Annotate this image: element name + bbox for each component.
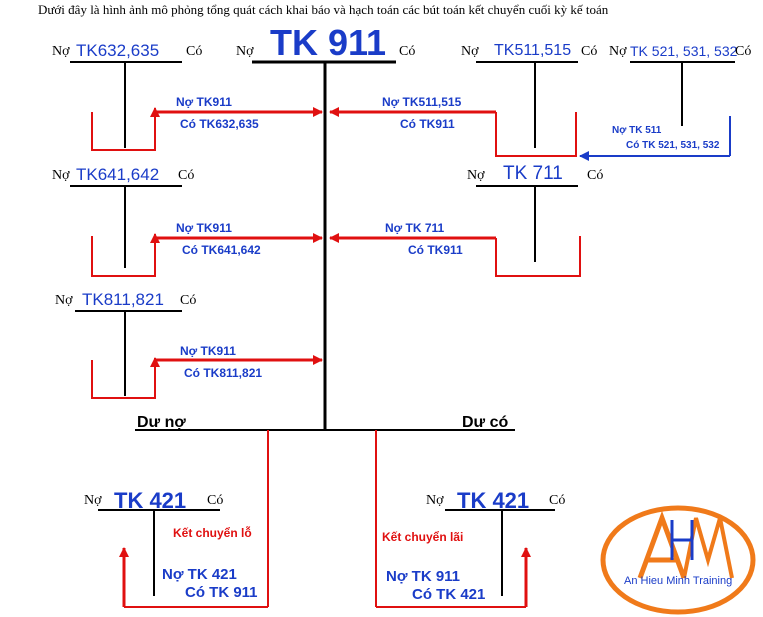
tk632-return-path bbox=[91, 112, 156, 151]
tk811-no: Nợ bbox=[55, 293, 73, 308]
profit-transfer-label: Kết chuyển lãi bbox=[382, 530, 464, 544]
tk911-title: TK 911 bbox=[270, 22, 387, 63]
balance-credit: Dư có bbox=[462, 414, 509, 431]
logo-ring bbox=[600, 505, 756, 615]
entry-511-credit: Có TK911 bbox=[400, 117, 455, 131]
entry-641-debit: Nợ TK911 bbox=[176, 221, 232, 235]
entry-641-credit: Có TK641,642 bbox=[182, 243, 261, 257]
profit-debit: Nợ TK 911 bbox=[386, 568, 461, 585]
tk632-title: TK632,635 bbox=[76, 41, 160, 60]
tk421-right-co: Có bbox=[549, 493, 566, 508]
entry-521-debit: Nợ TK 511 bbox=[612, 125, 662, 136]
tk711-title: TK 711 bbox=[503, 163, 563, 184]
tk511-title: TK511,515 bbox=[494, 42, 572, 59]
tk811-co: Có bbox=[180, 293, 197, 308]
tk811-title: TK811,821 bbox=[82, 290, 164, 309]
tk421-right-no: Nợ bbox=[426, 493, 444, 508]
tk911-no: Nợ bbox=[236, 44, 254, 59]
entry-711-credit: Có TK911 bbox=[408, 243, 463, 257]
logo-caption: An Hieu Minh Training bbox=[624, 575, 733, 587]
entry-632-debit: Nợ TK911 bbox=[176, 95, 232, 109]
entry-811-debit: Nợ TK911 bbox=[180, 344, 236, 358]
tk421-left-title: TK 421 bbox=[114, 488, 187, 513]
loss-transfer-label: Kết chuyển lỗ bbox=[173, 526, 252, 540]
tk641-co: Có bbox=[178, 168, 195, 183]
entry-811-credit: Có TK811,821 bbox=[184, 366, 263, 380]
tk641-title: TK641,642 bbox=[76, 165, 160, 184]
profit-credit: Có TK 421 bbox=[412, 586, 486, 603]
tk911-co: Có bbox=[399, 44, 416, 59]
tk511-co: Có bbox=[581, 44, 598, 59]
tk521-co: Có bbox=[735, 44, 752, 59]
tk632-no: Nợ bbox=[52, 44, 70, 59]
tk641-no: Nợ bbox=[52, 168, 70, 183]
entry-711-debit: Nợ TK 711 bbox=[385, 221, 445, 235]
page-title: Dưới đây là hình ảnh mô phỏng tổng quát … bbox=[38, 2, 609, 17]
balance-debit: Dư nợ bbox=[137, 414, 186, 431]
tk632-co: Có bbox=[186, 44, 203, 59]
loss-credit: Có TK 911 bbox=[185, 584, 258, 601]
tk711-co: Có bbox=[587, 168, 604, 183]
entry-632-credit: Có TK632,635 bbox=[180, 117, 259, 131]
tk511-no: Nợ bbox=[461, 44, 479, 59]
tk421-left-co: Có bbox=[207, 493, 224, 508]
entry-511-debit: Nợ TK511,515 bbox=[382, 95, 462, 109]
tk521-no: Nợ bbox=[609, 44, 627, 59]
tk421-left-no: Nợ bbox=[84, 493, 102, 508]
tk711-no: Nợ bbox=[467, 168, 485, 183]
loss-debit: Nợ TK 421 bbox=[162, 566, 237, 583]
tk421-right-title: TK 421 bbox=[457, 488, 530, 513]
entry-521-credit: Có TK 521, 531, 532 bbox=[626, 140, 720, 151]
tk521-title: TK 521, 531, 532 bbox=[630, 43, 738, 59]
